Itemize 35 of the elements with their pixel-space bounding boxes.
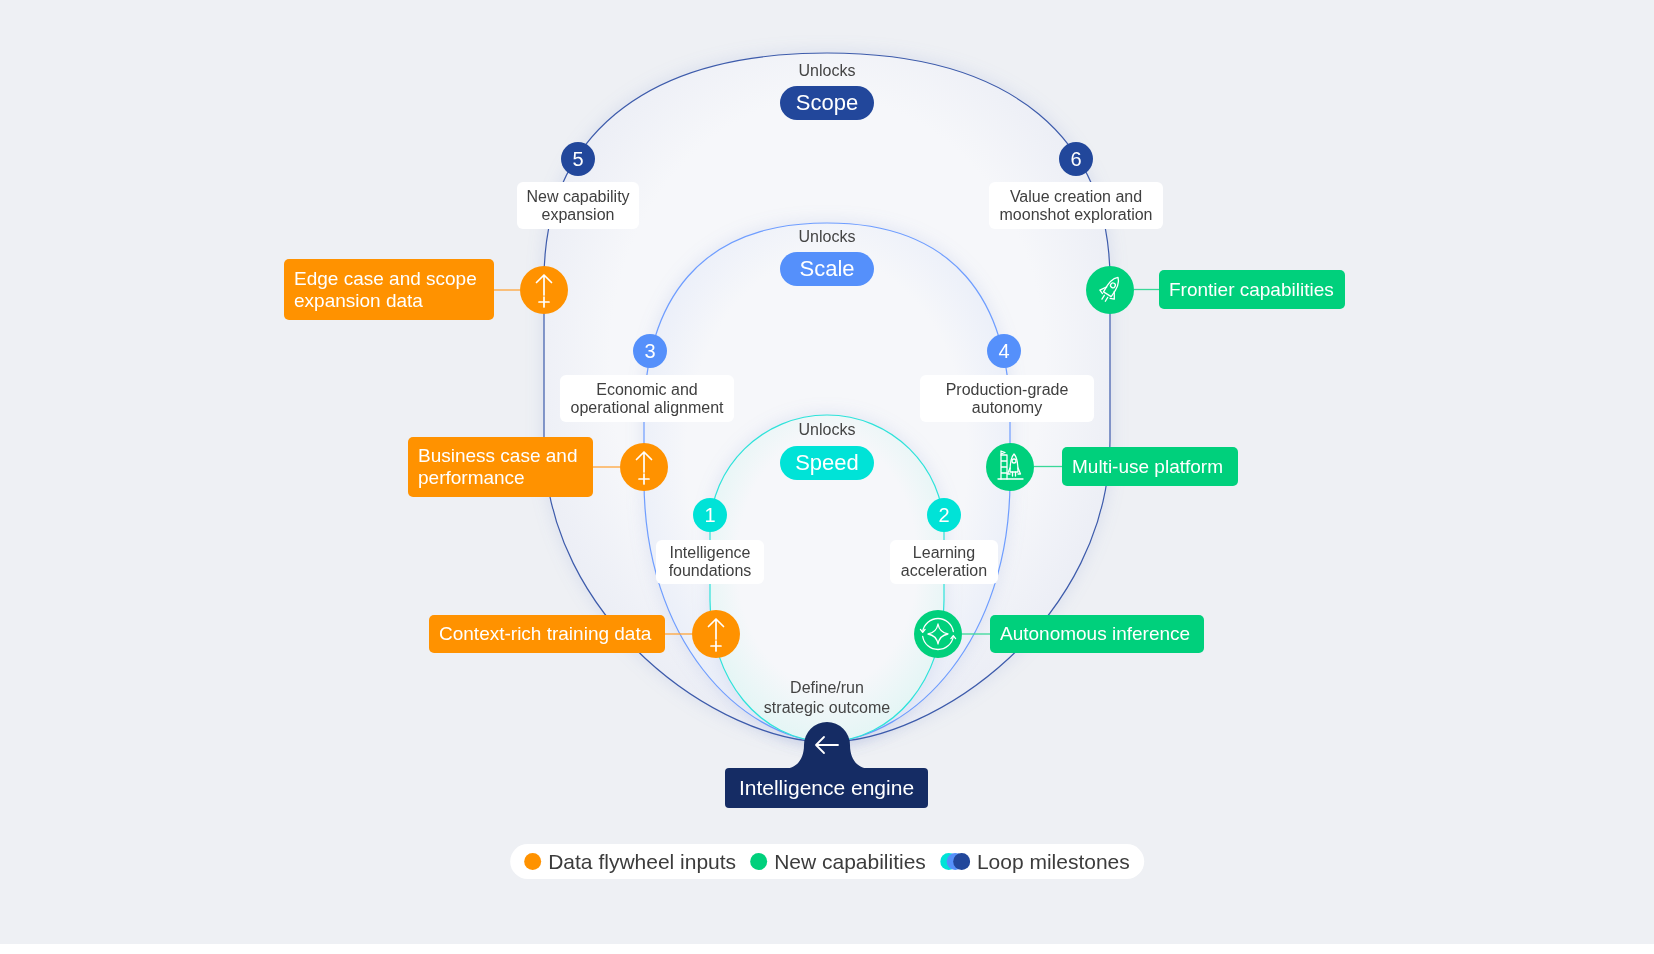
- legend-label: Data flywheel inputs: [548, 849, 737, 874]
- connector-line: [961, 633, 991, 635]
- connector-line: [493, 289, 521, 291]
- stage-pill: Scope: [780, 86, 874, 120]
- arrow-up-plus-icon: [692, 610, 740, 658]
- engine-card: Intelligence engine: [725, 768, 928, 808]
- milestone-caption: Intelligence foundations: [656, 540, 764, 584]
- legend-label: Loop milestones: [976, 849, 1130, 874]
- connector-line: [592, 466, 621, 468]
- milestone-caption: New capability expansion: [517, 182, 639, 229]
- milestone-caption: Economic and operational alignment: [560, 375, 734, 422]
- legend-label: New capabilities: [774, 849, 926, 874]
- outcome-note: Define/run strategic outcome: [762, 678, 892, 718]
- rocket-launchpad-icon: [986, 443, 1034, 491]
- stage-pill: Speed: [780, 446, 874, 480]
- data-input-card: Edge case and scope expansion data: [284, 259, 494, 320]
- connector-line: [1133, 288, 1160, 291]
- loop-heading: Unlocks: [798, 421, 856, 439]
- loop-heading: Unlocks: [798, 228, 856, 246]
- milestone-caption: Production-grade autonomy: [920, 375, 1094, 422]
- sparkle-cycle-icon: [914, 610, 962, 658]
- connector-line: [664, 633, 693, 635]
- capability-card: Frontier capabilities: [1159, 270, 1345, 309]
- milestone-caption: Value creation and moonshot exploration: [989, 182, 1163, 229]
- stage-pill: Scale: [780, 252, 874, 286]
- connector-line: [1033, 465, 1063, 468]
- loop-heading: Unlocks: [798, 62, 856, 80]
- capability-card: Multi-use platform: [1062, 447, 1238, 486]
- data-input-card: Context-rich training data: [429, 615, 665, 653]
- milestone-caption: Learning acceleration: [890, 540, 998, 584]
- arrow-up-plus-icon: [620, 443, 668, 491]
- rocket-icon: [1086, 266, 1134, 314]
- arrow-up-plus-icon: [520, 266, 568, 314]
- capability-card: Autonomous inference: [990, 615, 1204, 653]
- data-input-card: Business case and performance: [408, 437, 593, 497]
